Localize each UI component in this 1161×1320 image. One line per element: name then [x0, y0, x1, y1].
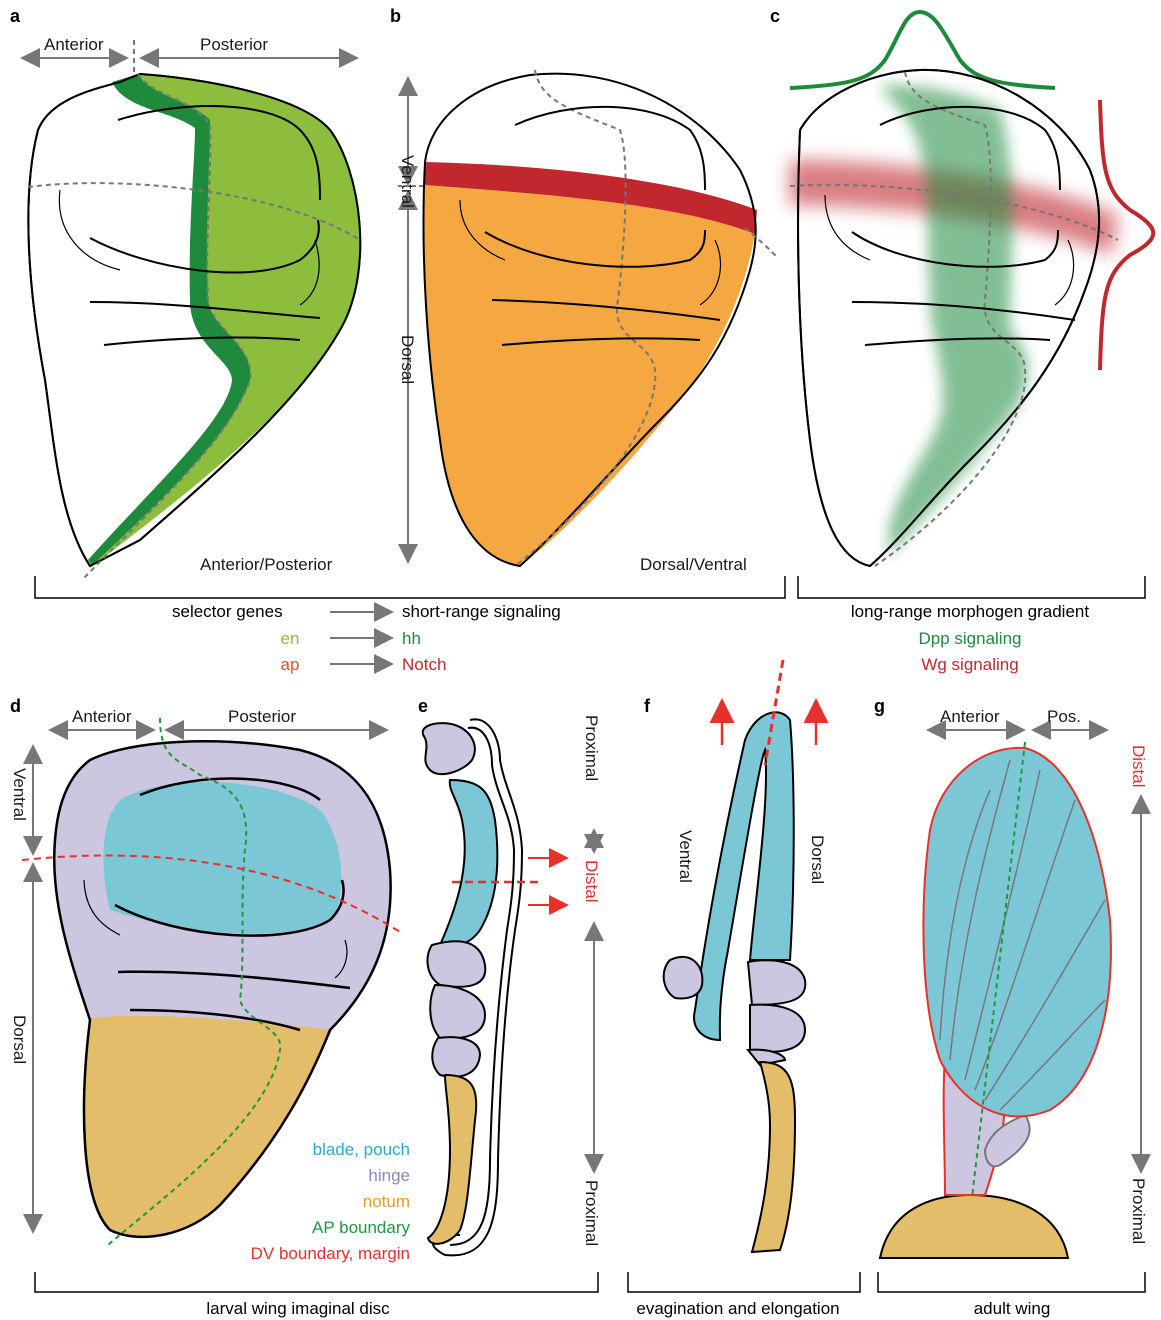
caption-evag: evagination and elongation	[636, 1299, 839, 1318]
panel-b: b Ventral Dorsal Dorsal/Ventral	[390, 6, 778, 574]
legend-ap-boundary: AP boundary	[312, 1218, 410, 1237]
label-proximal-e-bottom: Proximal	[582, 1180, 601, 1246]
legend-wg: Wg signaling	[921, 655, 1018, 674]
legend-notum: notum	[363, 1192, 410, 1211]
panel-f: f Ventral Dorsal	[644, 660, 827, 1252]
panel-e: e Proximal Distal Proximal	[418, 696, 601, 1255]
label-pos-g: Pos.	[1047, 707, 1081, 726]
label-dorsal: Dorsal	[398, 335, 417, 384]
blade-region-d	[103, 782, 341, 934]
bracket-c	[798, 576, 1145, 598]
notum-base-g	[880, 1195, 1068, 1258]
legend-notch: Notch	[402, 655, 446, 674]
bracket-de	[35, 1272, 598, 1292]
legend-short-range: short-range signaling	[402, 602, 561, 621]
label-distal-g: Distal	[1129, 745, 1148, 788]
label-posterior: Posterior	[200, 35, 268, 54]
legend-abc: selector genes en ap short-range signali…	[172, 602, 1089, 674]
label-distal-e: Distal	[582, 860, 601, 903]
label-anterior: Anterior	[44, 35, 104, 54]
legend-blade: blade, pouch	[313, 1140, 410, 1159]
panel-letter-b: b	[390, 6, 401, 26]
legend-en: en	[281, 629, 300, 648]
legend-ap: ap	[281, 655, 300, 674]
label-proximal-e-top: Proximal	[582, 715, 601, 781]
panel-letter-a: a	[10, 6, 21, 26]
panel-letter-g: g	[874, 696, 885, 716]
legend-hh: hh	[402, 629, 421, 648]
legend-selector-genes: selector genes	[172, 602, 283, 621]
legend-dv-boundary: DV boundary, margin	[251, 1244, 410, 1263]
panel-letter-d: d	[10, 696, 21, 716]
label-anterior-d: Anterior	[72, 707, 132, 726]
label-posterior-d: Posterior	[228, 707, 296, 726]
panel-letter-f: f	[644, 696, 651, 716]
label-ventral: Ventral	[398, 155, 417, 208]
bracket-f	[628, 1272, 860, 1292]
panel-a: a Anterior Posterior Anterior/Posterior	[10, 6, 360, 580]
panel-letter-c: c	[770, 6, 780, 26]
label-anterior-g: Anterior	[940, 707, 1000, 726]
legend-long-range: long-range morphogen gradient	[851, 602, 1089, 621]
label-ventral-d: Ventral	[10, 768, 29, 821]
caption-dv: Dorsal/Ventral	[640, 555, 747, 574]
legend-dpp: Dpp signaling	[918, 629, 1021, 648]
panel-g: g Anterior Pos. Distal Proximal	[874, 696, 1148, 1258]
label-ventral-f: Ventral	[676, 830, 695, 883]
panel-letter-e: e	[418, 696, 428, 716]
caption-adult: adult wing	[974, 1299, 1051, 1318]
legend-hinge: hinge	[368, 1166, 410, 1185]
bracket-ab	[35, 576, 785, 598]
notum-region-d	[84, 1016, 332, 1237]
bracket-g	[878, 1272, 1145, 1292]
label-dorsal-d: Dorsal	[10, 1015, 29, 1064]
panel-c: c	[770, 6, 1153, 566]
label-proximal-g: Proximal	[1129, 1178, 1148, 1244]
dorsal-compartment	[424, 185, 755, 566]
label-dorsal-f: Dorsal	[808, 835, 827, 884]
caption-disc: larval wing imaginal disc	[206, 1299, 390, 1318]
panel-d: d Anterior Posterior Ventral Dorsal blad…	[10, 696, 410, 1263]
caption-ap: Anterior/Posterior	[200, 555, 333, 574]
